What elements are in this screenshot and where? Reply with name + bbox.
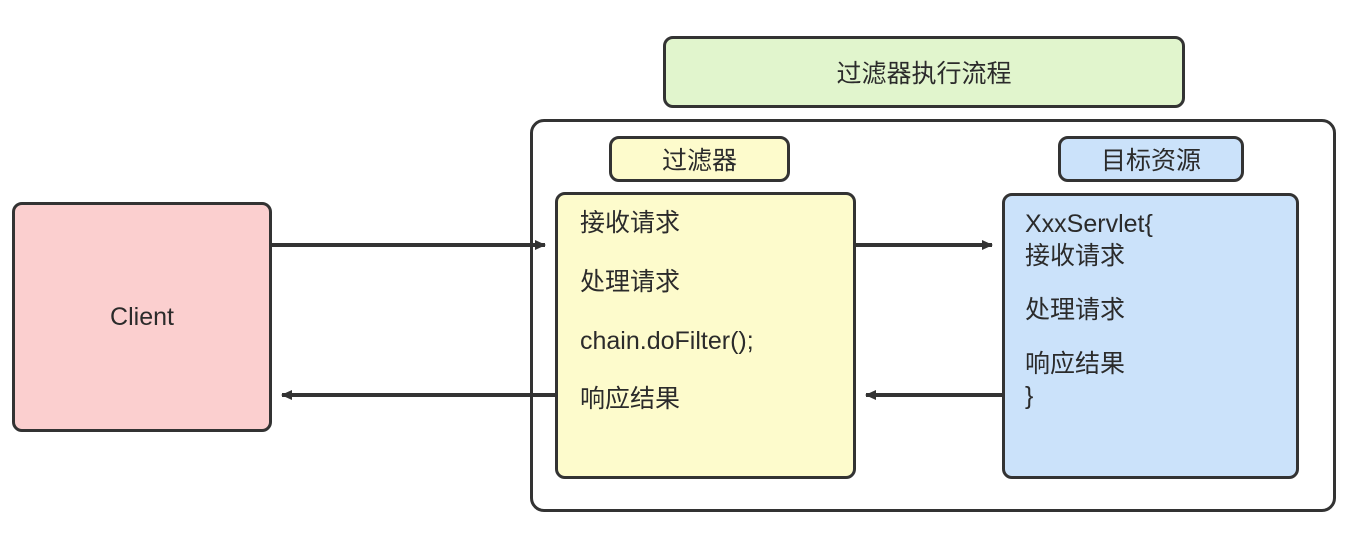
diagram-title-text: 过滤器执行流程 (836, 60, 1012, 88)
filter-label-text: 过滤器 (661, 147, 737, 175)
filter-line-process: 处理请求 (580, 267, 681, 296)
target-line-response: 响应结果 (1025, 350, 1126, 378)
filter-line-receive: 接收请求 (580, 209, 681, 237)
client-label: Client (110, 302, 174, 331)
filter-body-box: 接收请求 处理请求 chain.doFilter(); 响应结果 (555, 192, 856, 479)
filter-line-dofilter: chain.doFilter(); (580, 326, 754, 355)
target-line-class-open: XxxServlet{ (1025, 210, 1153, 238)
target-spacer-1 (1025, 272, 1296, 294)
filter-flow-container (530, 119, 1336, 512)
filter-label-chip: 过滤器 (609, 136, 790, 182)
target-servlet-box: XxxServlet{ 接收请求 处理请求 响应结果 } (1002, 193, 1299, 479)
target-spacer-2 (1025, 326, 1296, 348)
target-line-class-close: } (1025, 382, 1034, 410)
diagram-title-banner: 过滤器执行流程 (663, 36, 1185, 108)
target-line-process: 处理请求 (1025, 296, 1126, 324)
filter-line-response: 响应结果 (580, 385, 681, 414)
target-line-receive: 接收请求 (1025, 242, 1126, 270)
target-resource-label-chip: 目标资源 (1058, 136, 1244, 182)
client-node: Client (12, 202, 272, 432)
target-resource-label-text: 目标资源 (1100, 147, 1201, 175)
